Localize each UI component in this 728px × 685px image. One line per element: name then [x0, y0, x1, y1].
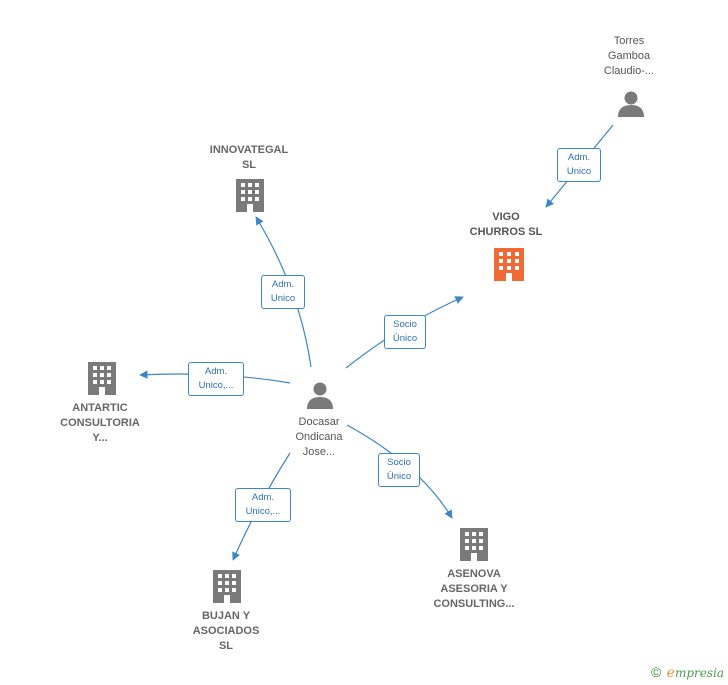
node-label-line: Torres — [613, 35, 645, 47]
edge-label-docasar-bujan[interactable]: Adm. Unico,... — [235, 488, 291, 522]
edge-label-line: Adm. — [204, 366, 228, 377]
person-icon[interactable] — [307, 382, 333, 410]
node-label-line: BUJAN Y — [201, 610, 251, 622]
building-icon[interactable] — [460, 528, 488, 561]
edge-label-line: Socio — [393, 319, 417, 330]
edge-label-line: Adm. — [567, 152, 591, 163]
edge-label-line: Socio — [387, 457, 411, 468]
building-icon[interactable] — [213, 570, 241, 603]
node-label-line: VIGO — [492, 211, 520, 223]
node-label-line: SL — [241, 159, 257, 171]
brand-logo: © empresia — [651, 664, 724, 681]
edge-label-line: Adm. — [251, 492, 275, 503]
edge-label-line: Unico,... — [198, 380, 234, 391]
edge-label-line: Único — [392, 333, 418, 344]
node-label-innovategal[interactable]: INNOVATEGAL SL — [200, 143, 298, 173]
edge-label-docasar-vigo[interactable]: Socio Único — [384, 315, 426, 349]
edge-label-line: Unico — [270, 293, 296, 304]
edge-label-docasar-asenova[interactable]: Socio Único — [378, 453, 420, 487]
copyright-symbol: © — [650, 664, 662, 680]
node-label-line: Y... — [92, 432, 108, 444]
node-label-line: Gamboa — [607, 50, 651, 62]
building-icon-focus[interactable] — [494, 248, 524, 281]
node-label-line: Ondicana — [295, 431, 343, 443]
node-label-line: Docasar — [298, 416, 340, 428]
edge-label-line: Único — [386, 471, 412, 482]
node-label-line: ASENOVA — [447, 568, 501, 580]
edge-label-torres-vigo[interactable]: Adm. Unico — [557, 148, 601, 182]
node-label-line: SL — [218, 640, 234, 652]
node-label-line: CONSULTING... — [433, 598, 515, 610]
node-label-vigo[interactable]: VIGO CHURROS SL — [455, 210, 557, 240]
brand-initial: e — [666, 665, 675, 681]
edge-label-line: Adm. — [271, 279, 295, 290]
node-label-line: CHURROS SL — [469, 226, 543, 238]
edge-label-line: Unico,... — [245, 506, 281, 517]
node-label-line: CONSULTORIA — [60, 417, 140, 429]
node-label-line: ASOCIADOS — [192, 625, 260, 637]
node-label-docasar[interactable]: Docasar Ondicana Jose... — [278, 415, 360, 460]
node-label-antartic[interactable]: ANTARTIC CONSULTORIA Y... — [50, 401, 150, 446]
node-label-line: INNOVATEGAL — [209, 144, 289, 156]
node-label-line: Jose... — [302, 446, 336, 458]
person-icon[interactable] — [618, 91, 644, 118]
node-label-line: Claudio-... — [603, 65, 655, 77]
node-label-bujan[interactable]: BUJAN Y ASOCIADOS SL — [178, 609, 274, 654]
node-label-torres[interactable]: Torres Gamboa Claudio-... — [588, 34, 670, 79]
brand-name: mpresia — [674, 666, 724, 680]
edge-label-docasar-antartic[interactable]: Adm. Unico,... — [188, 362, 244, 396]
edge-label-line: Unico — [566, 166, 592, 177]
building-icon[interactable] — [88, 362, 116, 395]
building-icon[interactable] — [236, 179, 264, 212]
edge-label-docasar-innovategal[interactable]: Adm. Unico — [261, 275, 305, 309]
node-label-line: ASESORIA Y — [440, 583, 508, 595]
node-label-line: ANTARTIC — [72, 402, 128, 414]
node-label-asenova[interactable]: ASENOVA ASESORIA Y CONSULTING... — [418, 567, 530, 612]
